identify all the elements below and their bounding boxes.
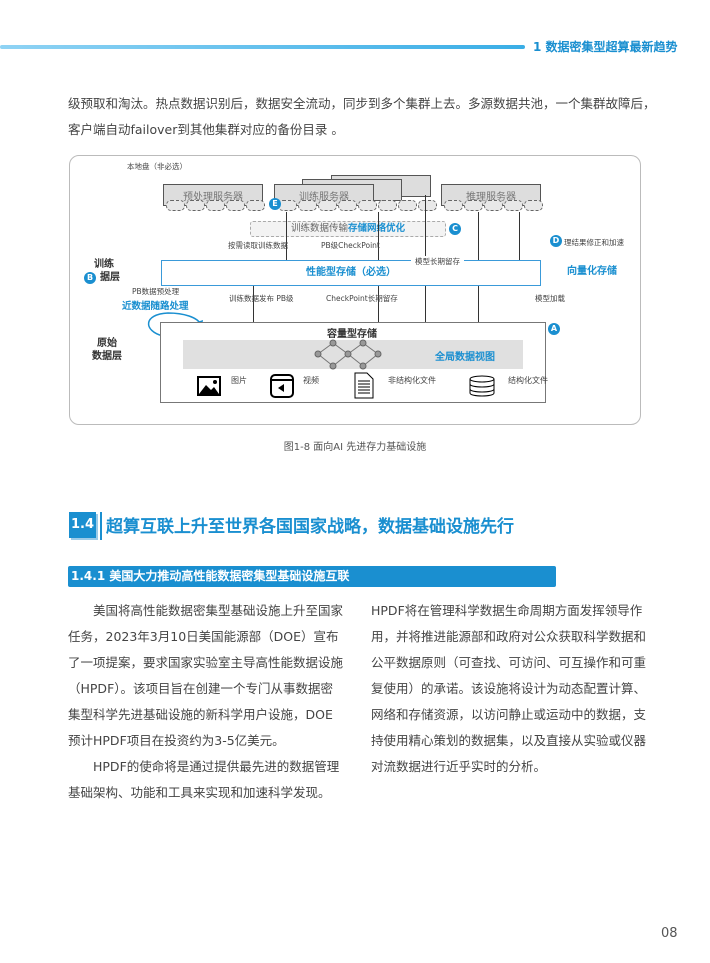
performance-storage: 性能型存储（必选） [161, 260, 541, 286]
capacity-storage-label: 容量型存储 [327, 329, 377, 340]
badge-e: E [269, 198, 281, 210]
type-label: 视频 [303, 376, 319, 385]
type-label: 结构化文件 [508, 376, 548, 385]
global-data-band [183, 340, 523, 369]
chapter-title: 1 数据密集型超算最新趋势 [533, 40, 678, 54]
disk-array [444, 200, 543, 211]
section-title: 超算互联上升至世界各国国家战略，数据基础设施先行 [106, 517, 514, 537]
badge-d: D [550, 235, 562, 247]
figure-frame [69, 155, 641, 425]
network-optimization: 训练数据传输存储网络优化 [250, 221, 446, 237]
arrow-line [286, 212, 287, 260]
disk-array [166, 200, 265, 211]
train-publish-label: 训练数据发布 PB级 [229, 294, 294, 303]
performance-storage-label: 性能型存储（必选） [306, 267, 396, 278]
local-disk-label: 本地盘（非必选） [127, 162, 187, 171]
arrow-line [519, 212, 520, 260]
badge-c: C [449, 223, 461, 235]
intro-line: 客户端自动failover到其他集群对应的备份目录 。 [68, 122, 344, 137]
network-opt-text: 训练数据传输 [290, 223, 348, 234]
model-load-label: 模型加载 [535, 294, 565, 303]
figure-caption: 图1-8 面向AI 先进存力基础设施 [283, 442, 427, 453]
inference-fix-label: 理结果修正和加速 [564, 238, 624, 247]
vector-storage-label: 向量化存储 [567, 266, 617, 277]
network-graph-icon [314, 339, 382, 370]
type-label: 图片 [231, 376, 247, 385]
checkpoint-retention-label: CheckPoint长期留存 [326, 294, 398, 303]
disk-array [278, 200, 437, 211]
left-column: 美国将高性能数据密集型基础设施上升至国家任务，2023年3月10日美国能源部（D… [68, 603, 344, 800]
badge-a: A [548, 323, 560, 335]
section-number: 1.4 [69, 512, 96, 538]
intro-line: 级预取和淘汰。热点数据识别后，数据安全流动，同步到多个集群上去。多源数据共池，一… [68, 96, 656, 111]
pb-preprocess-label: PB数据预处理 [132, 287, 180, 296]
subsection-title: 1.4.1 美国大力推动高性能数据密集型基础设施互联 [68, 566, 556, 587]
type-label: 非结构化文件 [388, 376, 436, 385]
near-data-label: 近数据随路处理 [122, 301, 189, 312]
badge-b: B [84, 272, 96, 284]
image-icon [197, 376, 221, 396]
page-number: 08 [661, 926, 678, 941]
pb-checkpoint-label: PB级CheckPoint [321, 241, 380, 250]
training-layer-label: 训练据层 [94, 259, 120, 283]
arrow-line [253, 285, 254, 322]
raw-layer-label: 原始数据层 [92, 338, 122, 362]
network-opt-highlight: 存储网络优化 [348, 223, 406, 234]
database-icon [469, 375, 495, 397]
section-divider [100, 512, 102, 540]
read-on-demand-label: 按需读取训练数据 [228, 241, 288, 250]
header-rule [0, 45, 525, 49]
document-icon [354, 372, 374, 399]
right-column: HPDF将在管理科学数据生命周期方面发挥领导作用，并将推进能源部和政府对公众获取… [371, 603, 647, 774]
global-view-label: 全局数据视图 [435, 352, 495, 363]
model-retention-label: 模型长期留存 [411, 256, 464, 267]
video-icon [270, 374, 294, 398]
